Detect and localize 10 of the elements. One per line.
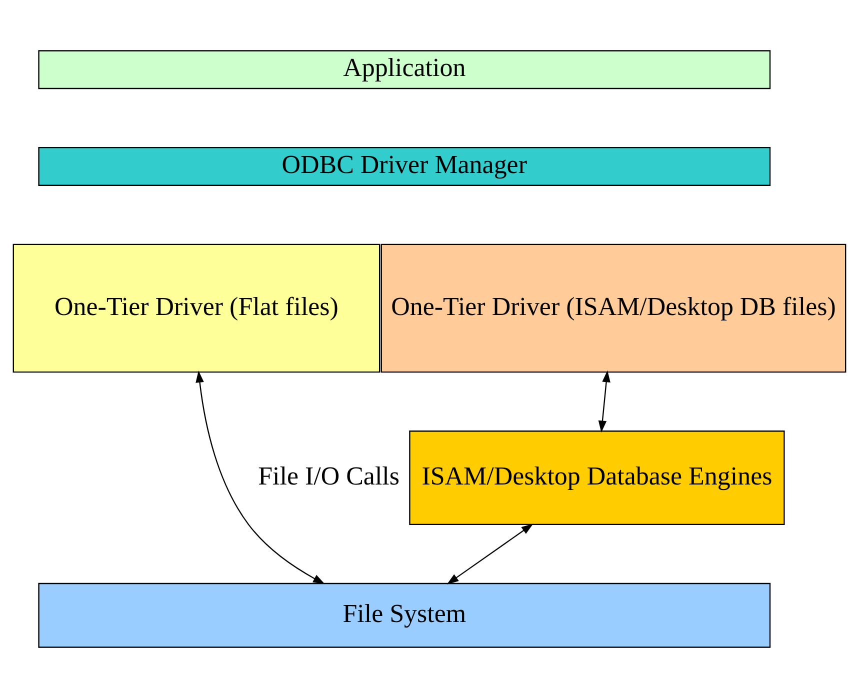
node-box: Application	[38, 50, 771, 89]
node-box: One-Tier Driver (Flat files)	[12, 243, 380, 372]
node-box: One-Tier Driver (ISAM/Desktop DB files)	[380, 243, 846, 372]
label: File I/O Calls	[258, 460, 400, 490]
arrow	[446, 523, 534, 584]
arrow	[196, 370, 325, 584]
node-box: ISAM/Desktop Database Engines	[409, 430, 785, 524]
node-box: File System	[38, 582, 771, 648]
arrow	[598, 370, 610, 432]
node-box: ODBC Driver Manager	[38, 146, 771, 186]
